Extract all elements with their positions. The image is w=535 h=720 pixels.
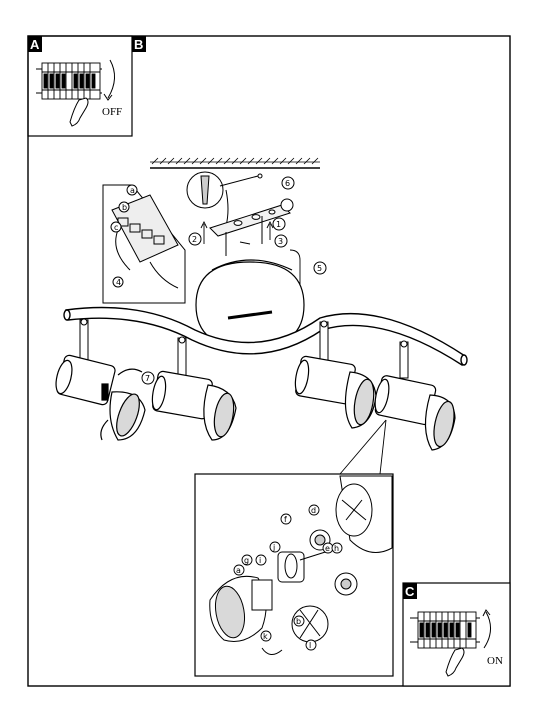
svg-text:A: A [30,37,40,52]
callout-d: d [311,506,316,515]
callout-detail-a: a [236,566,241,575]
callout-5: 5 [317,264,322,273]
callout-detail-b: b [296,617,301,626]
sheet-border [27,35,511,687]
breaker-block-on [410,611,480,649]
ceiling [150,157,320,169]
callout-a: a [130,186,135,195]
callout-i: i [259,556,261,565]
panel-a-switch-off: OFF [36,59,122,127]
rotate-arrow-icon [107,59,115,99]
spotlight-3 [294,355,377,429]
callout-b: b [122,203,127,212]
mounting-bracket [209,198,294,256]
panel-c-tag: C [403,583,417,599]
panel-a-box [27,35,133,137]
callout-j: j [272,543,275,552]
callout-4: 4 [116,278,121,287]
wall-plug-detail [186,171,263,227]
callout-g: g [244,556,249,565]
hand-icon [69,97,89,127]
callout-3: 3 [278,237,283,246]
zoom-lines [339,419,387,475]
spotlight-1 [55,354,146,441]
detail-lamp-parts [209,475,393,655]
callout-e: e [325,544,330,553]
callout-c: c [114,223,118,232]
svg-text:B: B [134,37,143,52]
panel-c-switch-on: ON [410,609,503,677]
rotate-arrow-on-icon [483,611,491,649]
wiring-detail [102,184,186,304]
callout-l: l [309,641,311,650]
callout-7: 7 [145,374,150,383]
callout-k: k [263,632,268,641]
callout-2: 2 [192,235,197,244]
panel-b-tag: B [132,36,146,52]
panel-a-tag: A [28,36,42,52]
spotlight-2 [151,370,237,441]
breaker-block [36,62,102,100]
hand-icon-on [445,647,465,677]
callout-f: f [284,515,287,524]
callout-h: h [334,544,339,553]
svg-text:C: C [405,584,415,599]
detail-callouts [233,504,343,651]
off-label: OFF [102,106,122,118]
on-label: ON [487,655,503,667]
mount-arrows [200,220,301,290]
callout-1: 1 [276,220,281,229]
callout-6: 6 [285,179,290,188]
spotlight-bar [63,306,468,367]
spotlight-4 [374,375,456,451]
